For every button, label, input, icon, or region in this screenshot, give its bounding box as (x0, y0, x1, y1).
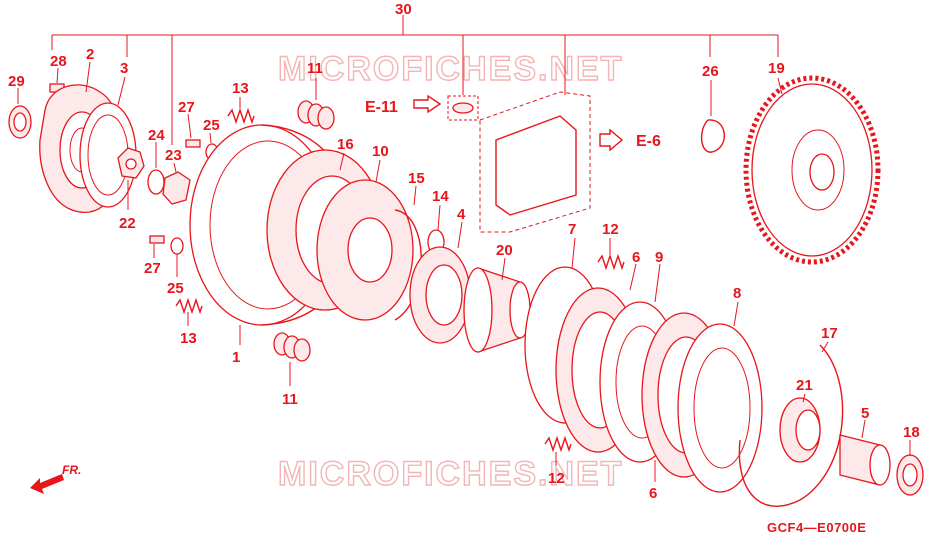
callout-22: 22 (119, 215, 136, 232)
callout-24: 24 (148, 127, 165, 144)
spring-13-lower (175, 297, 203, 326)
spring-11-upper (297, 78, 335, 130)
callout-12-bottom: 12 (548, 470, 565, 487)
oil-seal-29 (8, 88, 32, 139)
callout-7: 7 (568, 221, 576, 238)
callout-18: 18 (903, 424, 920, 441)
callout-13-bottom: 13 (180, 330, 197, 347)
reference-e11-label: E-11 (365, 99, 398, 116)
callout-10: 10 (372, 143, 389, 160)
callout-30: 30 (395, 1, 412, 18)
callout-23: 23 (165, 147, 182, 164)
gear-21 (779, 393, 821, 463)
callout-2: 2 (86, 46, 94, 63)
bolt-27-lower (149, 235, 165, 258)
washer-25-lower (170, 237, 184, 277)
spring-11-lower (273, 332, 311, 386)
washer-18 (896, 440, 924, 496)
callout-25-top: 25 (203, 117, 220, 134)
watermark-top: MICROFICHES.NET (278, 50, 623, 88)
assembly-bracket (51, 15, 779, 145)
watermark-bottom: MICROFICHES.NET (278, 455, 623, 493)
reference-e6: E-6 (599, 128, 661, 152)
washer-24 (147, 142, 165, 195)
front-direction-label: FR. (62, 463, 81, 477)
callout-6-top: 6 (632, 249, 640, 266)
reference-e11: E-11 (365, 94, 442, 116)
callout-11-bottom: 11 (282, 391, 298, 408)
callout-19: 19 (768, 60, 785, 77)
callout-17: 17 (821, 325, 838, 342)
drive-plate-10 (316, 159, 414, 321)
callout-27-bottom: 27 (144, 260, 161, 277)
callout-27-top: 27 (178, 99, 195, 116)
front-direction-arrow: FR. (30, 463, 81, 494)
reference-e6-label: E-6 (636, 133, 661, 150)
washer-assembly-top (447, 95, 479, 121)
callout-15: 15 (408, 170, 425, 187)
plate-3 (79, 76, 137, 208)
callout-1: 1 (232, 349, 240, 366)
callout-26: 26 (702, 63, 719, 80)
pressure-plate-8 (677, 301, 763, 493)
callout-11-top: 11 (307, 60, 323, 77)
callout-4: 4 (457, 206, 466, 223)
callout-28: 28 (50, 53, 67, 70)
snap-ring-17 (738, 341, 844, 507)
callout-6-bottom: 6 (649, 485, 657, 502)
lock-nut-22 (117, 147, 145, 210)
snap-ring-26 (701, 80, 726, 153)
spring-13-upper (227, 97, 255, 125)
callout-21: 21 (796, 377, 813, 394)
callout-8: 8 (733, 285, 741, 302)
callout-5: 5 (861, 405, 869, 422)
callout-29: 29 (8, 73, 25, 90)
spring-12-lower (544, 435, 572, 466)
one-way-clutch-4 (409, 221, 471, 344)
diagram-code: GCF4—E0700E (767, 520, 866, 535)
callout-14: 14 (432, 188, 449, 205)
callout-12-top: 12 (602, 221, 619, 238)
callout-16: 16 (337, 136, 354, 153)
needle-bearing-5 (839, 419, 891, 486)
bolt-27-upper (185, 113, 201, 148)
gasket-kit-outline (479, 91, 591, 233)
driven-gear-19 (743, 75, 881, 265)
collar-20 (463, 257, 531, 353)
callout-3: 3 (120, 60, 128, 77)
callout-13-top: 13 (232, 80, 249, 97)
cam-23 (162, 162, 191, 205)
callout-20: 20 (496, 242, 513, 259)
spring-12-upper (597, 238, 625, 271)
callout-25-bottom: 25 (167, 280, 184, 297)
callout-9: 9 (655, 249, 663, 266)
